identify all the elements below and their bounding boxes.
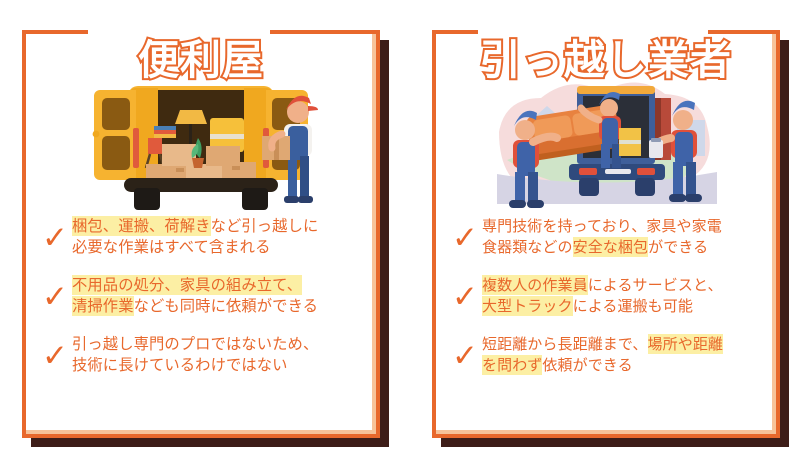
- text-line: 短距離から長距離まで、場所や距離: [482, 334, 724, 354]
- text-line: 必要な作業はすべて含まれる: [72, 238, 271, 256]
- check-icon: ✓: [452, 278, 478, 315]
- text-line: 引っ越し専門のプロではないため、: [72, 335, 319, 353]
- list-item-text: 複数人の作業員によるサービスと、 大型トラックによる運搬も可能: [482, 275, 766, 317]
- list-item: ✓ 梱包、運搬、荷解きなど引っ越しに 必要な作業はすべて含まれる: [38, 216, 366, 258]
- illustration-yellow-van-loaded-with-boxes-and-worker: [22, 68, 380, 218]
- highlight: 場所や距離: [647, 334, 724, 354]
- panel-title-handyman: 便利屋: [136, 34, 265, 86]
- text-line: 不用品の処分、家具の組み立て、: [72, 275, 366, 296]
- panel-title-moving-company: 引っ越し業者: [478, 34, 733, 86]
- list-item-text: 専門技術を持っており、家具や家電 食器類などの安全な梱包ができる: [482, 216, 766, 258]
- list-item: ✓ 複数人の作業員によるサービスと、 大型トラックによる運搬も可能: [448, 275, 766, 317]
- text-line: 専門技術を持っており、家具や家電: [482, 217, 722, 235]
- text-line: 技術に長けているわけではない: [72, 356, 288, 374]
- list-item: ✓ 専門技術を持っており、家具や家電 食器類などの安全な梱包ができる: [448, 216, 766, 258]
- check-icon: ✓: [452, 219, 478, 256]
- list-item: ✓ 引っ越し専門のプロではないため、 技術に長けているわけではない: [38, 334, 366, 376]
- title-notch: [88, 22, 270, 38]
- highlight: 梱包、運搬、荷解き: [72, 216, 211, 236]
- illustration-movers-carrying-sofa-into-blue-truck: [432, 68, 780, 218]
- text-line: 大型トラックによる運搬も可能: [482, 296, 693, 316]
- list-item: ✓ 不用品の処分、家具の組み立て、 清掃作業なども同時に依頼ができる: [38, 275, 366, 317]
- list-item-text: 不用品の処分、家具の組み立て、 清掃作業なども同時に依頼ができる: [72, 275, 366, 317]
- check-icon: ✓: [42, 278, 68, 315]
- check-icon: ✓: [42, 337, 68, 374]
- highlight: 清掃作業: [72, 296, 134, 316]
- list-item-text: 梱包、運搬、荷解きなど引っ越しに 必要な作業はすべて含まれる: [72, 216, 366, 258]
- text-line: 清掃作業なども同時に依頼ができる: [72, 296, 319, 316]
- check-icon: ✓: [42, 219, 68, 256]
- list-item: ✓ 短距離から長距離まで、場所や距離 を問わず依頼ができる: [448, 334, 766, 376]
- text-line: 梱包、運搬、荷解きなど引っ越しに: [72, 216, 319, 236]
- highlight: 安全な梱包: [572, 237, 649, 257]
- highlight: 大型トラック: [482, 296, 573, 316]
- panel-moving-company: 引っ越し業者: [432, 22, 789, 447]
- highlight: を問わず: [482, 355, 543, 375]
- text-line: を問わず依頼ができる: [482, 355, 633, 375]
- check-icon: ✓: [452, 337, 478, 374]
- panel-handyman: 便利屋: [22, 22, 389, 447]
- feature-list-moving-company: ✓ 専門技術を持っており、家具や家電 食器類などの安全な梱包ができる ✓ 複数人…: [448, 216, 766, 393]
- title-notch: [478, 22, 708, 38]
- text-line: 食器類などの安全な梱包ができる: [482, 237, 709, 257]
- text-line: 複数人の作業員によるサービスと、: [482, 275, 723, 295]
- list-item-text: 短距離から長距離まで、場所や距離 を問わず依頼ができる: [482, 334, 766, 376]
- highlight: 不用品の処分、家具の組み立て、: [72, 275, 303, 295]
- feature-list-handyman: ✓ 梱包、運搬、荷解きなど引っ越しに 必要な作業はすべて含まれる ✓ 不用品の処…: [38, 216, 366, 393]
- highlight: 複数人の作業員: [482, 275, 588, 295]
- list-item-text: 引っ越し専門のプロではないため、 技術に長けているわけではない: [72, 334, 366, 376]
